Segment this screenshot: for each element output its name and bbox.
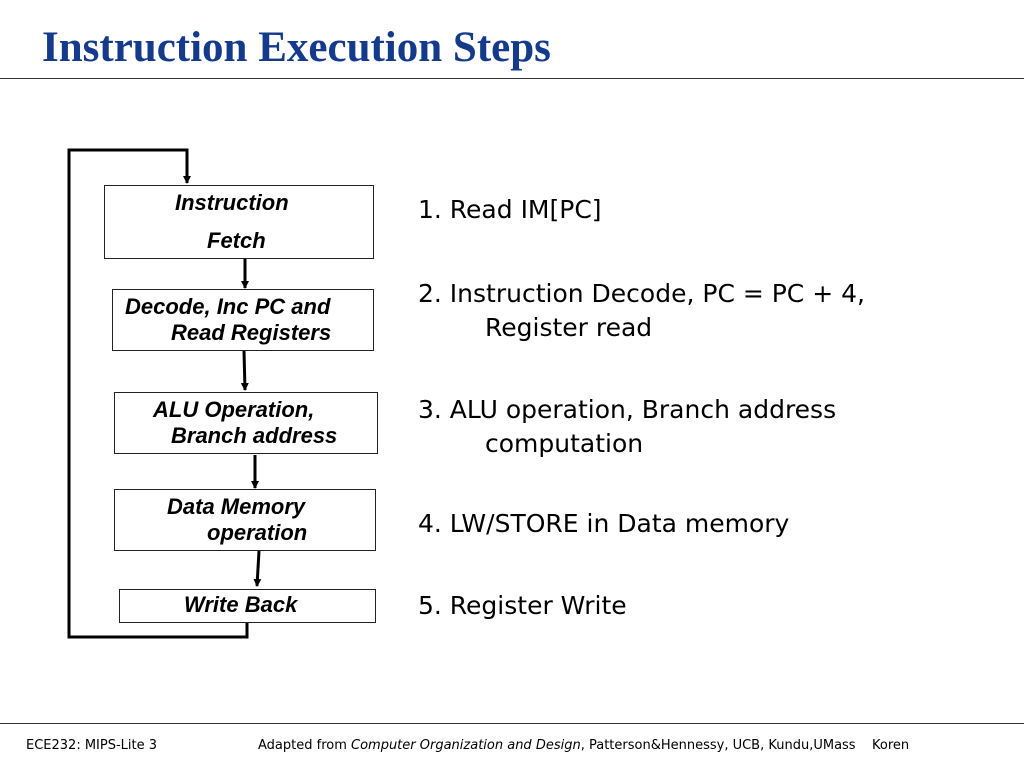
step-text-continued: Register read	[485, 313, 653, 342]
box-label-line1: Data Memory	[167, 494, 306, 519]
footer-author: Koren	[872, 738, 910, 753]
footer-credit-book: Computer Organization and Design	[351, 738, 581, 753]
box-label-line2: Fetch	[207, 228, 266, 253]
footer-divider	[0, 723, 1024, 724]
box-label-line2: Branch address	[171, 423, 338, 448]
step-item: 1. Read IM[PC]	[418, 195, 602, 224]
box-label-line1: Decode, Inc PC and	[125, 294, 331, 319]
page-title: Instruction Execution Steps	[42, 24, 551, 71]
step-item: 3. ALU operation, Branch address computa…	[418, 393, 836, 461]
alu-operation-box: ALU Operation, Branch address	[114, 392, 378, 454]
feedback-loop-line	[67, 148, 249, 639]
step-text-continued: computation	[485, 429, 644, 458]
footer-credit-prefix: Adapted from	[258, 738, 351, 753]
arrow-memory-to-writeback	[253, 550, 262, 587]
decode-box: Decode, Inc PC and Read Registers	[112, 289, 374, 351]
write-back-box: Write Back	[119, 589, 376, 623]
step-item: 5. Register Write	[418, 591, 627, 620]
box-label-line2: Read Registers	[171, 320, 332, 345]
footer-credit: Adapted from Computer Organization and D…	[258, 738, 856, 753]
step-text: 4. LW/STORE in Data memory	[418, 509, 790, 538]
instruction-fetch-box: Instruction Fetch	[104, 185, 374, 259]
footer-credit-suffix: , Patterson&Hennessy, UCB, Kundu,UMass	[580, 738, 856, 753]
box-label-line1: Instruction	[175, 190, 289, 215]
arrow-decode-to-alu	[240, 350, 249, 391]
box-label-line1: ALU Operation,	[153, 397, 315, 422]
step-text: 3. ALU operation, Branch address	[418, 395, 837, 424]
step-item: 2. Instruction Decode, PC = PC + 4, Regi…	[418, 277, 865, 345]
box-label-line2: operation	[207, 520, 308, 545]
title-divider	[0, 78, 1024, 79]
step-item: 4. LW/STORE in Data memory	[418, 509, 789, 538]
footer-course-label: ECE232: MIPS-Lite 3	[26, 738, 158, 753]
box-label-line1: Write Back	[184, 592, 298, 617]
step-text: 5. Register Write	[418, 591, 627, 620]
step-text: 1. Read IM[PC]	[418, 195, 602, 224]
data-memory-box: Data Memory operation	[114, 489, 376, 551]
step-text: 2. Instruction Decode, PC = PC + 4,	[418, 279, 865, 308]
